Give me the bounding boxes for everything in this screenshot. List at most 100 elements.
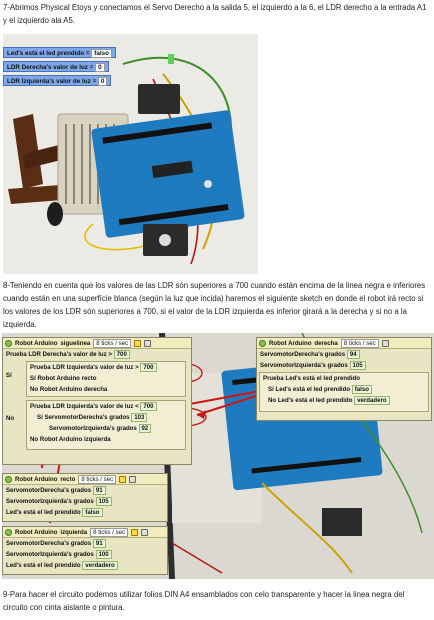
script-recto-header[interactable]: Robot Arduino recto 8 ticks / sec [3, 474, 167, 485]
script-status-icon[interactable] [119, 475, 127, 483]
derecha-r1-value[interactable]: 94 [346, 350, 360, 359]
script-status-icon[interactable] [134, 339, 142, 347]
test3-si-value-a[interactable]: 103 [131, 413, 148, 422]
test3-keyword: Prueba [30, 403, 51, 410]
script-derecha[interactable]: Robot Arduino derecha 8 ticks / sec Serv… [256, 337, 432, 421]
script-status-icon[interactable] [131, 528, 139, 536]
test3-si-label: Sí [37, 414, 43, 421]
recto-r2-value[interactable]: 105 [95, 497, 112, 506]
izquierda-r2-value[interactable]: 100 [95, 550, 112, 559]
script-siguelinea[interactable]: Robot Arduino siguelinea 8 ticks / sec P… [2, 337, 192, 465]
test3-value[interactable]: 700 [140, 402, 157, 411]
test3-no-action[interactable]: Robot Arduino izquierda [39, 436, 111, 443]
test3-operator[interactable]: < [135, 403, 139, 410]
test3-row[interactable]: Prueba LDR Izquierda's valor de luz < 70… [27, 401, 185, 412]
derecha-si-value[interactable]: falso [351, 385, 372, 394]
test3-expr[interactable]: LDR Izquierda's valor de luz [52, 403, 134, 410]
script-recto-ticks[interactable]: 8 ticks / sec [78, 474, 117, 484]
test2-value[interactable]: 700 [140, 363, 157, 372]
test3-si-action-a[interactable]: ServomotorDerecha's grados [44, 414, 130, 421]
script-derecha-header[interactable]: Robot Arduino derecha 8 ticks / sec [257, 338, 431, 349]
recto-r1-value[interactable]: 91 [92, 486, 106, 495]
test3-si-row-a[interactable]: Sí ServomotorDerecha's grados 103 [27, 412, 185, 423]
recto-r2-label[interactable]: ServomotorIzquierda's grados [6, 498, 94, 505]
step-7-text: 7-Abrimos Physical Etoys y conectamos el… [3, 3, 427, 25]
recto-r1-label[interactable]: ServomotorDerecha's grados [6, 487, 92, 494]
script-menu-icon[interactable] [141, 528, 149, 536]
test1-si-label: Sí [6, 372, 12, 379]
watcher-led-label: Led's está el led prendido [7, 50, 85, 57]
test2-si-action[interactable]: Robot Arduino recto [37, 375, 97, 382]
step-8-text: 8-Teniendo en cuenta que los valores de … [3, 281, 426, 329]
derecha-test-expr[interactable]: Led's está el led prendido [285, 375, 360, 382]
derecha-r2-label[interactable]: ServomotorIzquierda's grados [260, 362, 348, 369]
test3-si-value-b[interactable]: 92 [138, 424, 152, 433]
izquierda-r3-value[interactable]: verdadero [82, 561, 118, 570]
derecha-no-value[interactable]: verdadero [354, 396, 390, 405]
derecha-si-row[interactable]: Sí Led's está el led prendido falso [260, 384, 428, 395]
izquierda-r2-label[interactable]: ServomotorIzquierda's grados [6, 551, 94, 558]
test1-expr[interactable]: LDR Derecha's valor de luz [28, 351, 107, 358]
derecha-test-block[interactable]: Prueba Led's está el led prendido Sí Led… [259, 372, 429, 412]
derecha-no-label: No [268, 397, 277, 404]
go-button-icon[interactable] [5, 339, 12, 347]
script-recto[interactable]: Robot Arduino recto 8 ticks / sec Servom… [2, 473, 168, 522]
derecha-no-row[interactable]: No Led's está el led prendido verdadero [260, 395, 428, 406]
test2-block[interactable]: Prueba LDR Izquierda's valor de luz > 70… [26, 361, 186, 397]
izquierda-r1-value[interactable]: 91 [92, 539, 106, 548]
test2-operator[interactable]: > [135, 364, 139, 371]
script-siguelinea-header[interactable]: Robot Arduino siguelinea 8 ticks / sec [3, 338, 191, 349]
test2-row[interactable]: Prueba LDR Izquierda's valor de luz > 70… [27, 362, 185, 373]
watcher-led[interactable]: Led's está el led prendido = falso [3, 47, 116, 58]
watcher-ldr-derecha[interactable]: LDR Derecha's valor de luz = 0 [3, 61, 109, 72]
test1-row[interactable]: Prueba LDR Derecha's valor de luz > 700 [3, 349, 191, 360]
script-menu-icon[interactable] [129, 475, 137, 483]
derecha-test-row[interactable]: Prueba Led's está el led prendido [260, 373, 428, 384]
test2-expr[interactable]: LDR Izquierda's valor de luz [52, 364, 134, 371]
recto-r3-value[interactable]: falso [82, 508, 103, 517]
script-izquierda[interactable]: Robot Arduino izquierda 8 ticks / sec Se… [2, 526, 168, 575]
test1-value[interactable]: 700 [113, 350, 130, 359]
derecha-no-action[interactable]: Led's está el led prendido [277, 397, 353, 404]
izquierda-row-1[interactable]: ServomotorDerecha's grados 91 [3, 538, 167, 549]
go-button-icon[interactable] [259, 339, 266, 347]
recto-row-3[interactable]: Led's está el led prendido falso [3, 507, 167, 518]
script-siguelinea-ticks[interactable]: 8 ticks / sec [93, 338, 132, 348]
recto-row-2[interactable]: ServomotorIzquierda's grados 105 [3, 496, 167, 507]
derecha-row-2[interactable]: ServomotorIzquierda's grados 105 [257, 360, 431, 371]
test3-si-action-b[interactable]: ServomotorIzquierda's grados [49, 425, 137, 432]
script-izquierda-name[interactable]: izquierda [60, 528, 88, 536]
test2-si-row[interactable]: Sí Robot Arduino recto [27, 373, 185, 384]
izquierda-row-2[interactable]: ServomotorIzquierda's grados 100 [3, 549, 167, 560]
watcher-led-value[interactable]: falso [91, 49, 112, 58]
watcher-ldr-derecha-value[interactable]: 0 [95, 63, 105, 72]
test2-no-action[interactable]: Robot Arduino derecha [39, 386, 108, 393]
test2-no-row[interactable]: No Robot Arduino derecha [27, 384, 185, 395]
watcher-ldr-izquierda[interactable]: LDR Izquierda's valor de luz = 0 [3, 75, 112, 86]
test3-si-row-b[interactable]: ServomotorIzquierda's grados 92 [27, 423, 185, 434]
go-button-icon[interactable] [5, 475, 12, 483]
izquierda-row-3[interactable]: Led's está el led prendido verdadero [3, 560, 167, 571]
script-siguelinea-name[interactable]: siguelinea [60, 339, 91, 347]
script-izquierda-ticks[interactable]: 8 ticks / sec [90, 527, 129, 537]
watcher-ldr-izquierda-value[interactable]: 0 [97, 77, 108, 86]
derecha-si-action[interactable]: Led's está el led prendido [275, 386, 351, 393]
script-izquierda-header[interactable]: Robot Arduino izquierda 8 ticks / sec [3, 527, 167, 538]
go-button-icon[interactable] [5, 528, 12, 536]
script-derecha-name[interactable]: derecha [314, 339, 338, 347]
test1-operator[interactable]: > [108, 351, 112, 358]
izquierda-r1-label[interactable]: ServomotorDerecha's grados [6, 540, 92, 547]
derecha-r2-value[interactable]: 105 [349, 361, 366, 370]
script-derecha-ticks[interactable]: 8 ticks / sec [340, 338, 379, 348]
step-9-text: 9-Para hacer el circuito podemos utiliza… [3, 590, 405, 612]
recto-r3-label[interactable]: Led's está el led prendido [6, 509, 81, 516]
script-recto-name[interactable]: recto [60, 475, 76, 483]
derecha-row-1[interactable]: ServomotorDerecha's grados 94 [257, 349, 431, 360]
script-menu-icon[interactable] [381, 339, 389, 347]
test3-no-row[interactable]: No Robot Arduino izquierda [27, 434, 185, 445]
recto-row-1[interactable]: ServomotorDerecha's grados 91 [3, 485, 167, 496]
test3-block[interactable]: Prueba LDR Izquierda's valor de luz < 70… [26, 400, 186, 450]
script-menu-icon[interactable] [144, 339, 152, 347]
derecha-r1-label[interactable]: ServomotorDerecha's grados [260, 351, 346, 358]
izquierda-r3-label[interactable]: Led's está el led prendido [6, 562, 81, 569]
